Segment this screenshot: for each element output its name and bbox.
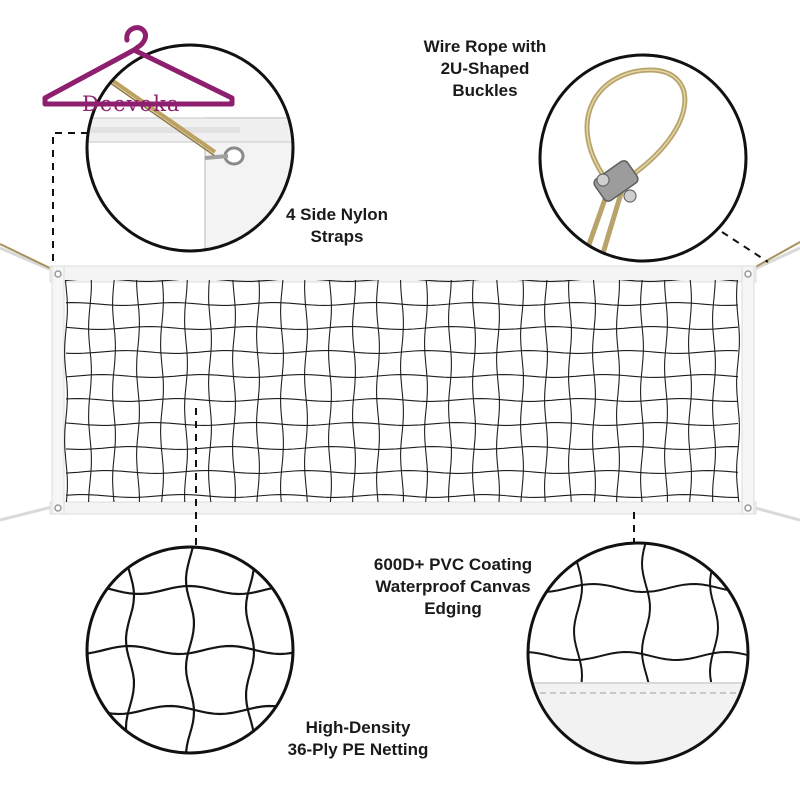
net-strand — [304, 280, 308, 503]
net-strand — [736, 280, 740, 503]
net-strand — [544, 280, 548, 503]
net-strand — [65, 374, 739, 378]
net-strand — [65, 280, 739, 282]
net-strand — [87, 644, 293, 656]
net-strand — [65, 494, 738, 498]
net-bottom-band — [49, 501, 757, 515]
net-mesh — [64, 280, 740, 503]
callout-line: Buckles — [452, 81, 518, 100]
net-strand — [256, 280, 260, 503]
net-strand — [520, 280, 524, 503]
net-strand — [496, 280, 500, 503]
callout-line: 2U-Shaped — [440, 59, 530, 78]
net-strand — [232, 280, 236, 503]
net-top-band — [49, 265, 757, 283]
wire-ends — [0, 241, 800, 271]
net-strand — [88, 280, 92, 503]
net-strand — [70, 526, 310, 534]
net-strand — [400, 280, 404, 502]
callout-line: Straps — [310, 227, 364, 246]
callout-netting: High-Density 36-Ply PE Netting — [268, 717, 448, 761]
callout-line: High-Density — [305, 718, 411, 737]
side-ropes — [0, 246, 800, 522]
net-strand — [65, 398, 739, 402]
net-right-strap — [741, 265, 755, 515]
leader-lines — [52, 132, 769, 548]
net-strand — [65, 422, 739, 426]
net-strand — [568, 280, 572, 503]
net-strand — [66, 530, 74, 770]
net-strand — [424, 280, 428, 503]
callout-wire-rope: Wire Rope with 2U-Shaped Buckles — [405, 36, 565, 102]
net-strand — [160, 280, 164, 503]
net-strand — [592, 280, 596, 503]
grommets — [54, 270, 752, 512]
net-left-strap — [51, 265, 65, 515]
net-strand — [65, 302, 739, 306]
net-strand — [65, 326, 739, 330]
net-strand — [87, 584, 293, 596]
net-strand — [136, 280, 140, 502]
net-strand — [472, 280, 476, 503]
net-strand — [448, 280, 452, 503]
callout-line: Edging — [424, 599, 482, 618]
net-strand — [640, 280, 644, 503]
net-strand — [688, 280, 692, 503]
net-strand — [528, 650, 748, 662]
callout-line: 36-Ply PE Netting — [287, 740, 429, 759]
net-strand — [664, 280, 668, 502]
net-strand — [184, 547, 196, 753]
net-strand — [70, 766, 310, 774]
net-strand — [65, 350, 739, 354]
net-strand — [112, 280, 116, 503]
net-strand — [528, 582, 748, 594]
zoom-netting-circle — [66, 526, 310, 774]
net-strand — [640, 543, 652, 701]
brand-logo: Deevoka — [42, 25, 235, 116]
net-strand — [352, 280, 356, 503]
net-strand — [616, 280, 620, 503]
callout-line: Wire Rope with — [423, 37, 547, 56]
net-strand — [510, 516, 768, 524]
net-strand — [280, 280, 284, 503]
net-strand — [328, 280, 332, 503]
net-strand — [65, 470, 739, 474]
callout-line: 4 Side Nylon — [285, 205, 389, 224]
zoom-wire-rope-circle — [538, 53, 748, 263]
callout-line: Waterproof Canvas — [375, 577, 531, 596]
zoom-corner-circle — [85, 43, 295, 253]
net-strand — [184, 280, 188, 503]
net-strand — [376, 280, 380, 503]
net-strand — [712, 280, 716, 503]
net-strand — [208, 280, 212, 503]
callout-pvc-coating: 600D+ PVC Coating Waterproof Canvas Edgi… — [348, 554, 558, 620]
net-strand — [64, 280, 68, 503]
callout-line: 600D+ PVC Coating — [373, 555, 533, 574]
hanger-icon — [42, 25, 235, 107]
callout-nylon-straps: 4 Side Nylon Straps — [272, 204, 402, 248]
net-strand — [65, 446, 739, 450]
brand-name: Deevoka — [82, 92, 180, 116]
